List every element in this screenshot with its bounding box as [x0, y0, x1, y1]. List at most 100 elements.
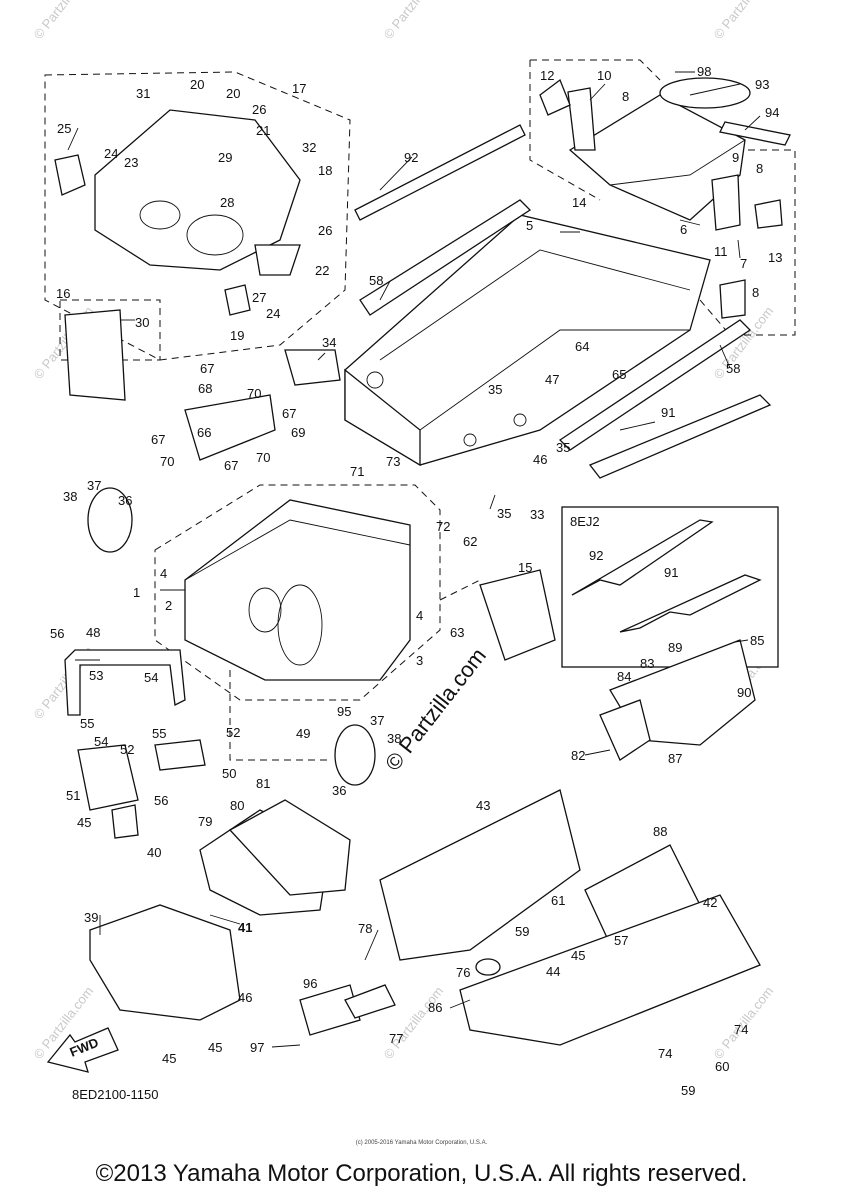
callout-38: 38 — [63, 489, 77, 504]
callout-56: 56 — [50, 626, 64, 641]
callout-36: 36 — [332, 783, 346, 798]
callout-86: 86 — [428, 1000, 442, 1015]
callout-53: 53 — [89, 668, 103, 683]
callout-21: 21 — [256, 123, 270, 138]
callout-64: 64 — [575, 339, 589, 354]
callout-4: 4 — [416, 608, 423, 623]
watermark-repeat: © Partzilla.com — [31, 0, 97, 42]
callout-87: 87 — [668, 751, 682, 766]
callout-6: 6 — [680, 222, 687, 237]
callout-10: 10 — [597, 68, 611, 83]
callout-48: 48 — [86, 625, 100, 640]
callout-38: 38 — [387, 731, 401, 746]
callout-32: 32 — [302, 140, 316, 155]
callout-55: 55 — [152, 726, 166, 741]
callout-97: 97 — [250, 1040, 264, 1055]
callout-70: 70 — [160, 454, 174, 469]
callout-62: 62 — [463, 534, 477, 549]
callout-24: 24 — [266, 306, 280, 321]
callout-73: 73 — [386, 454, 400, 469]
watermark-repeat: © Partzilla.com — [381, 0, 447, 42]
callout-4: 4 — [160, 566, 167, 581]
callout-91: 91 — [661, 405, 675, 420]
callout-90: 90 — [737, 685, 751, 700]
callout-95: 95 — [337, 704, 351, 719]
front-frame-assembly — [54, 109, 301, 401]
callout-70: 70 — [247, 386, 261, 401]
footer-copyright: ©2013 Yamaha Motor Corporation, U.S.A. A… — [95, 1160, 748, 1187]
callout-92: 92 — [589, 548, 603, 563]
callout-74: 74 — [734, 1022, 748, 1037]
footer-small-print: (c) 2005-2016 Yamaha Motor Corporation, … — [355, 1140, 488, 1146]
callout-2: 2 — [165, 598, 172, 613]
callout-58: 58 — [369, 273, 383, 288]
callout-77: 77 — [389, 1031, 403, 1046]
lower-covers — [89, 124, 772, 1046]
callout-52: 52 — [226, 725, 240, 740]
callout-8: 8 — [622, 89, 629, 104]
callout-67: 67 — [224, 458, 238, 473]
callout-5: 5 — [526, 218, 533, 233]
callout-31: 31 — [136, 86, 150, 101]
callout-26: 26 — [252, 102, 266, 117]
callout-56: 56 — [154, 793, 168, 808]
callout-54: 54 — [94, 734, 108, 749]
callout-85: 85 — [750, 633, 764, 648]
callout-20: 20 — [226, 86, 240, 101]
callout-23: 23 — [124, 155, 138, 170]
callout-93: 93 — [755, 77, 769, 92]
callout-63: 63 — [450, 625, 464, 640]
assembly-outlines — [44, 59, 796, 761]
callout-65: 65 — [612, 367, 626, 382]
callout-24: 24 — [104, 146, 118, 161]
callout-67: 67 — [151, 432, 165, 447]
callout-41: 41 — [238, 920, 252, 935]
callout-72: 72 — [436, 519, 450, 534]
callout-59: 59 — [515, 924, 529, 939]
callout-46: 46 — [238, 990, 252, 1005]
callout-45: 45 — [208, 1040, 222, 1055]
callout-28: 28 — [220, 195, 234, 210]
callout-84: 84 — [617, 669, 631, 684]
callout-94: 94 — [765, 105, 779, 120]
callout-82: 82 — [571, 748, 585, 763]
fwd-arrow: FWD — [46, 1027, 119, 1073]
callout-96: 96 — [303, 976, 317, 991]
callout-37: 37 — [370, 713, 384, 728]
callout-14: 14 — [572, 195, 586, 210]
callout-46: 46 — [533, 452, 547, 467]
callout-9: 9 — [732, 150, 739, 165]
callout-83: 83 — [640, 656, 654, 671]
callout-45: 45 — [77, 815, 91, 830]
callout-25: 25 — [57, 121, 71, 136]
variant-inset-8ej2 — [561, 506, 779, 668]
callout-55: 55 — [80, 716, 94, 731]
callout-37: 37 — [87, 478, 101, 493]
callout-92: 92 — [404, 150, 418, 165]
callout-61: 61 — [551, 893, 565, 908]
callout-36: 36 — [118, 493, 132, 508]
callout-16: 16 — [56, 286, 70, 301]
leader-lines — [67, 71, 761, 1048]
callout-81: 81 — [256, 776, 270, 791]
callout-20: 20 — [190, 77, 204, 92]
callout-7: 7 — [740, 256, 747, 271]
callout-42: 42 — [703, 895, 717, 910]
tunnel-assembly — [344, 199, 752, 467]
variant-label: 8EJ2 — [570, 514, 600, 529]
callout-43: 43 — [476, 798, 490, 813]
callout-labels: 1 2 3 4 4 5 6 7 8 8 8 9 10 11 12 13 14 1… — [50, 64, 782, 1098]
callout-51: 51 — [66, 788, 80, 803]
callout-19: 19 — [230, 328, 244, 343]
callout-58: 58 — [726, 361, 740, 376]
callout-50: 50 — [222, 766, 236, 781]
watermark-repeat: © Partzilla.com — [711, 0, 777, 42]
callout-57: 57 — [614, 933, 628, 948]
callout-3: 3 — [416, 653, 423, 668]
callout-22: 22 — [315, 263, 329, 278]
callout-18: 18 — [318, 163, 332, 178]
callout-15: 15 — [518, 560, 532, 575]
callout-79: 79 — [198, 814, 212, 829]
callout-35: 35 — [497, 506, 511, 521]
